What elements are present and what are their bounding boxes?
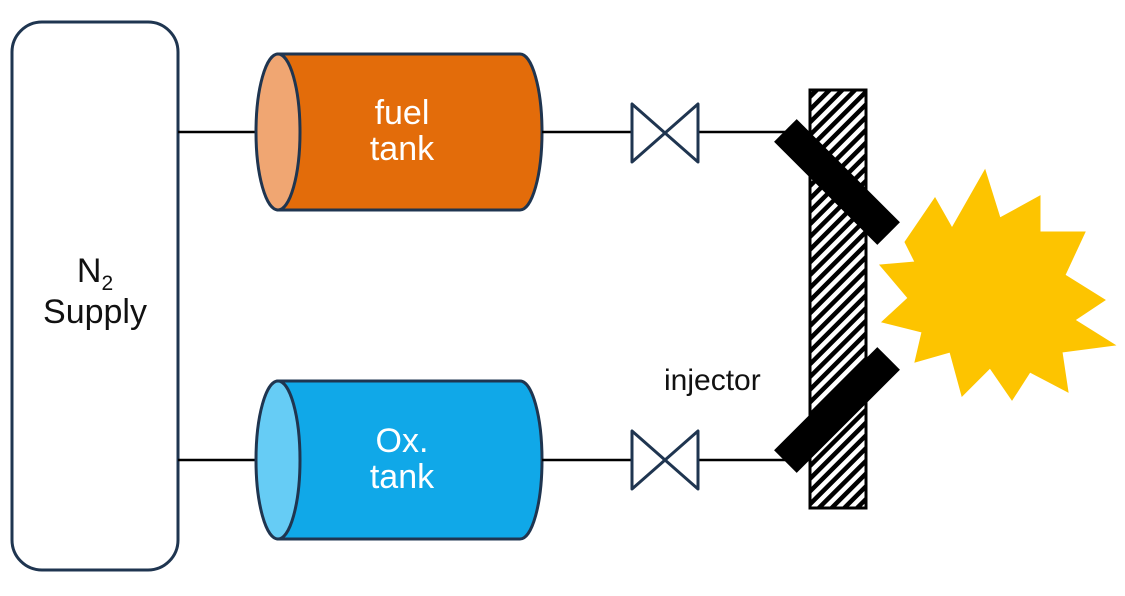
n2-label-line2: Supply xyxy=(43,293,147,332)
fuel-tank-label-line2: tank xyxy=(369,129,435,168)
ox-injector-element xyxy=(774,347,900,473)
n2-supply-label: N2 Supply xyxy=(15,252,175,332)
ox-tank-label-line2: tank xyxy=(369,457,435,496)
fuel-tank-label-line1: fuel xyxy=(374,94,430,132)
fuel-tank-body xyxy=(276,52,544,212)
ox-valve-icon xyxy=(630,429,700,491)
fuel-valve-icon xyxy=(630,102,700,164)
fuel-tank xyxy=(254,52,544,212)
n2-label-line1: N2 xyxy=(76,252,114,295)
n2-subscript: 2 xyxy=(101,272,114,295)
ox-tank-label-line1: Ox. xyxy=(375,422,429,460)
ox-tank xyxy=(254,379,544,541)
ox-tank-body xyxy=(276,379,544,541)
n2-supply-box xyxy=(10,20,180,572)
ox-tank-label: Ox. tank xyxy=(272,422,532,496)
fuel-tank-label: fuel tank xyxy=(272,94,532,168)
flame-icon xyxy=(878,168,1117,401)
fuel-injector-element xyxy=(774,119,900,245)
injector-label: injector xyxy=(664,364,761,397)
fuel-tank-end-cap xyxy=(254,52,302,212)
ox-tank-end-cap xyxy=(254,379,302,541)
